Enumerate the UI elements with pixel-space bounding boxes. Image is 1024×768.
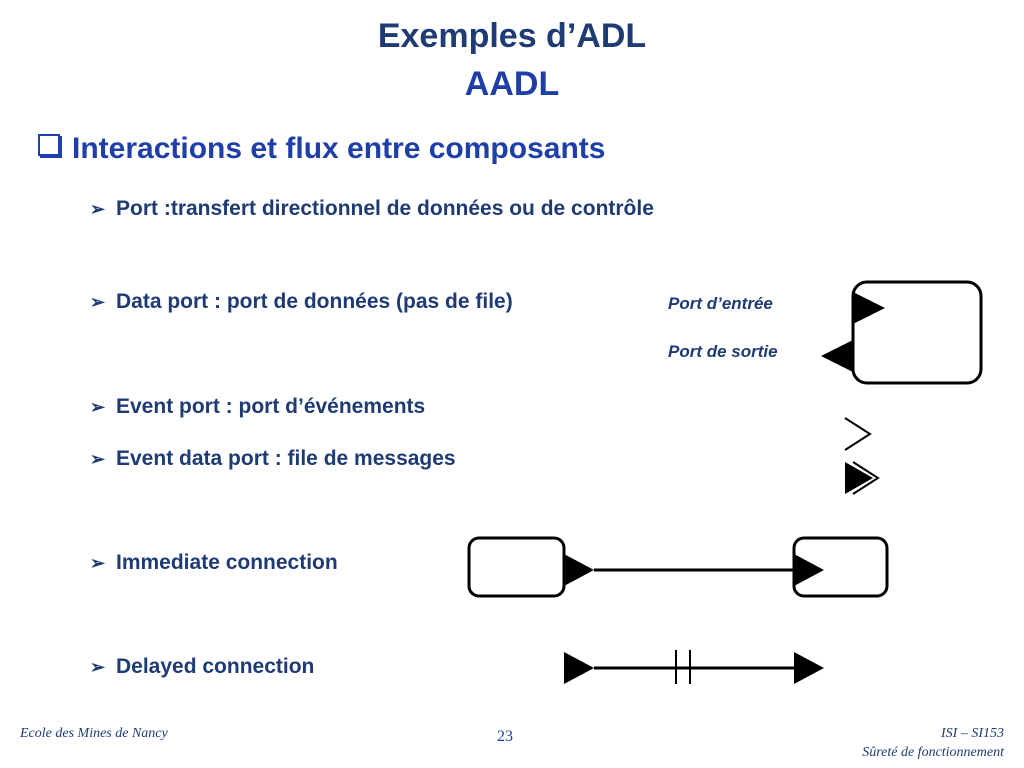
- output-port-label: Port de sortie: [668, 342, 778, 361]
- footer-school: Ecole des Mines de Nancy: [20, 726, 168, 741]
- bullet-text: Data port : port de données (pas de file…: [116, 290, 513, 313]
- bullet-text: Port :transfert directionnel de données …: [116, 197, 654, 220]
- bullet-event-port: ➢ Event port : port d’événements: [90, 395, 425, 419]
- slide-subtitle: AADL: [464, 65, 560, 103]
- bullet-text: Delayed connection: [116, 655, 315, 678]
- footer-subject: Sûreté de fonctionnement: [862, 745, 1004, 760]
- delayed-in-port-icon: [794, 652, 824, 684]
- component-box: [851, 280, 983, 385]
- event-data-port-icon: [845, 462, 873, 494]
- footer-course: ISI – SI153: [941, 726, 1004, 741]
- bullet-event-data-port: ➢ Event data port : file de messages: [90, 447, 456, 471]
- arrow-bullet-icon: ➢: [90, 449, 106, 469]
- bullet-data-port: ➢ Data port : port de données (pas de fil…: [90, 290, 513, 314]
- input-data-port-icon: [853, 292, 885, 324]
- arrow-bullet-icon: ➢: [90, 199, 106, 219]
- checkbox-bullet-icon: [38, 134, 60, 156]
- arrow-bullet-icon: ➢: [90, 553, 106, 573]
- arrow-bullet-icon: ➢: [90, 292, 106, 312]
- arrow-bullet-icon: ➢: [90, 397, 106, 417]
- bullet-text: Immediate connection: [116, 551, 338, 574]
- immediate-out-port-icon: [564, 554, 594, 586]
- immediate-in-port-icon: [794, 554, 824, 586]
- output-data-port-icon: [821, 340, 853, 372]
- page-number: 23: [497, 728, 513, 745]
- section-heading-text: Interactions et flux entre composants: [72, 132, 606, 165]
- bullet-immediate-connection: ➢ Immediate connection: [90, 551, 338, 575]
- event-data-port-outline-icon: [852, 461, 880, 495]
- bullet-port: ➢ Port :transfert directionnel de données…: [90, 197, 654, 221]
- arrow-bullet-icon: ➢: [90, 657, 106, 677]
- event-port-icon: [844, 417, 872, 451]
- source-component-box: [467, 536, 566, 598]
- bullet-text: Event port : port d’événements: [116, 395, 426, 418]
- delayed-out-port-icon: [564, 652, 594, 684]
- bullet-text: Event data port : file de messages: [116, 447, 456, 470]
- slide-title: Exemples d’ADL: [377, 17, 647, 55]
- bullet-delayed-connection: ➢ Delayed connection: [90, 655, 314, 679]
- section-heading: Interactions et flux entre composants: [38, 132, 605, 166]
- input-port-label: Port d’entrée: [668, 294, 773, 313]
